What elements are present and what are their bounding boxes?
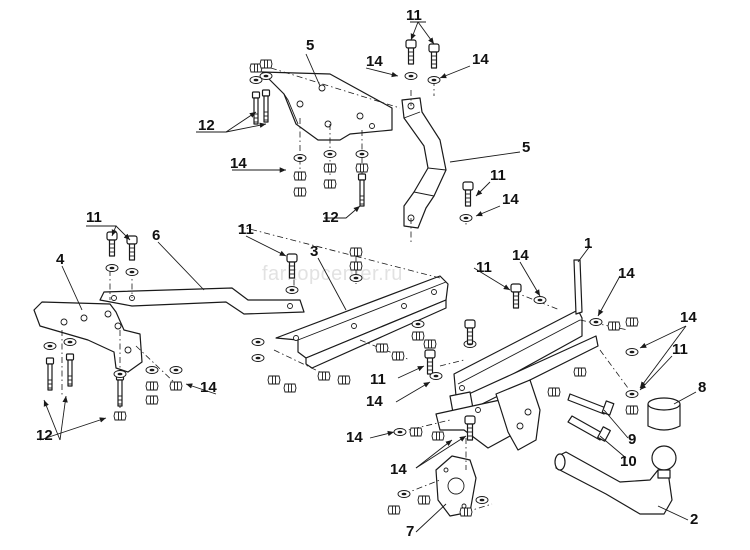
- bracket-5-strap: [401, 97, 447, 229]
- callout-11-top: 11: [406, 7, 422, 24]
- callout-labels: 11 14 14 5 12 14 12 5 11 14 11 6 4 11 3 …: [36, 7, 706, 540]
- callout-12-middle: 12: [322, 209, 339, 226]
- tow-ball-arm-2: [554, 445, 677, 515]
- callout-14-lower-center: 14: [366, 393, 383, 410]
- callout-14-bottom-left: 14: [346, 429, 363, 446]
- callout-3: 3: [310, 243, 318, 260]
- callout-14-right-top: 14: [512, 247, 529, 264]
- socket-plate-7: [435, 455, 477, 517]
- bracket-6-strap: [99, 287, 305, 315]
- leader-lines: [39, 21, 697, 533]
- callout-14-strap: 14: [502, 191, 519, 208]
- callout-14-top-right: 14: [472, 51, 489, 68]
- callout-4: 4: [56, 251, 65, 268]
- long-bolts-9-10: [567, 393, 615, 442]
- callout-12-lower: 12: [36, 427, 53, 444]
- bracket-3: [275, 275, 449, 369]
- callout-8: 8: [698, 379, 706, 396]
- callout-11-center: 11: [238, 221, 254, 238]
- ball-cap-8: [647, 397, 681, 431]
- watermark-text: farkopcenter.ru: [262, 263, 403, 285]
- callout-12-upper: 12: [198, 117, 215, 134]
- callout-5-upper: 5: [306, 37, 314, 54]
- callout-14-right-side: 14: [680, 309, 697, 326]
- callout-5-strap: 5: [522, 139, 530, 156]
- callout-14-lower-left: 14: [200, 379, 217, 396]
- callout-9: 9: [628, 431, 636, 448]
- callout-10: 10: [620, 453, 637, 470]
- callout-11-bottom: 14: [390, 461, 407, 478]
- callout-11-left: 11: [86, 209, 102, 226]
- callout-14-top-left: 14: [366, 53, 383, 70]
- callout-14-far-right: 14: [618, 265, 635, 282]
- callout-7: 7: [406, 523, 414, 540]
- bracket-5-upper: [261, 71, 393, 141]
- callout-11-right-top: 11: [476, 259, 492, 276]
- callout-14-mid-left: 14: [230, 155, 247, 172]
- callout-11-lower-center: 11: [370, 371, 386, 388]
- bracket-4-plate: [33, 301, 143, 373]
- callout-11-right-side: 11: [672, 341, 688, 358]
- callout-2: 2: [690, 511, 698, 528]
- callout-6: 6: [152, 227, 160, 244]
- callout-1: 1: [584, 235, 592, 252]
- callout-11-strap: 11: [490, 167, 506, 184]
